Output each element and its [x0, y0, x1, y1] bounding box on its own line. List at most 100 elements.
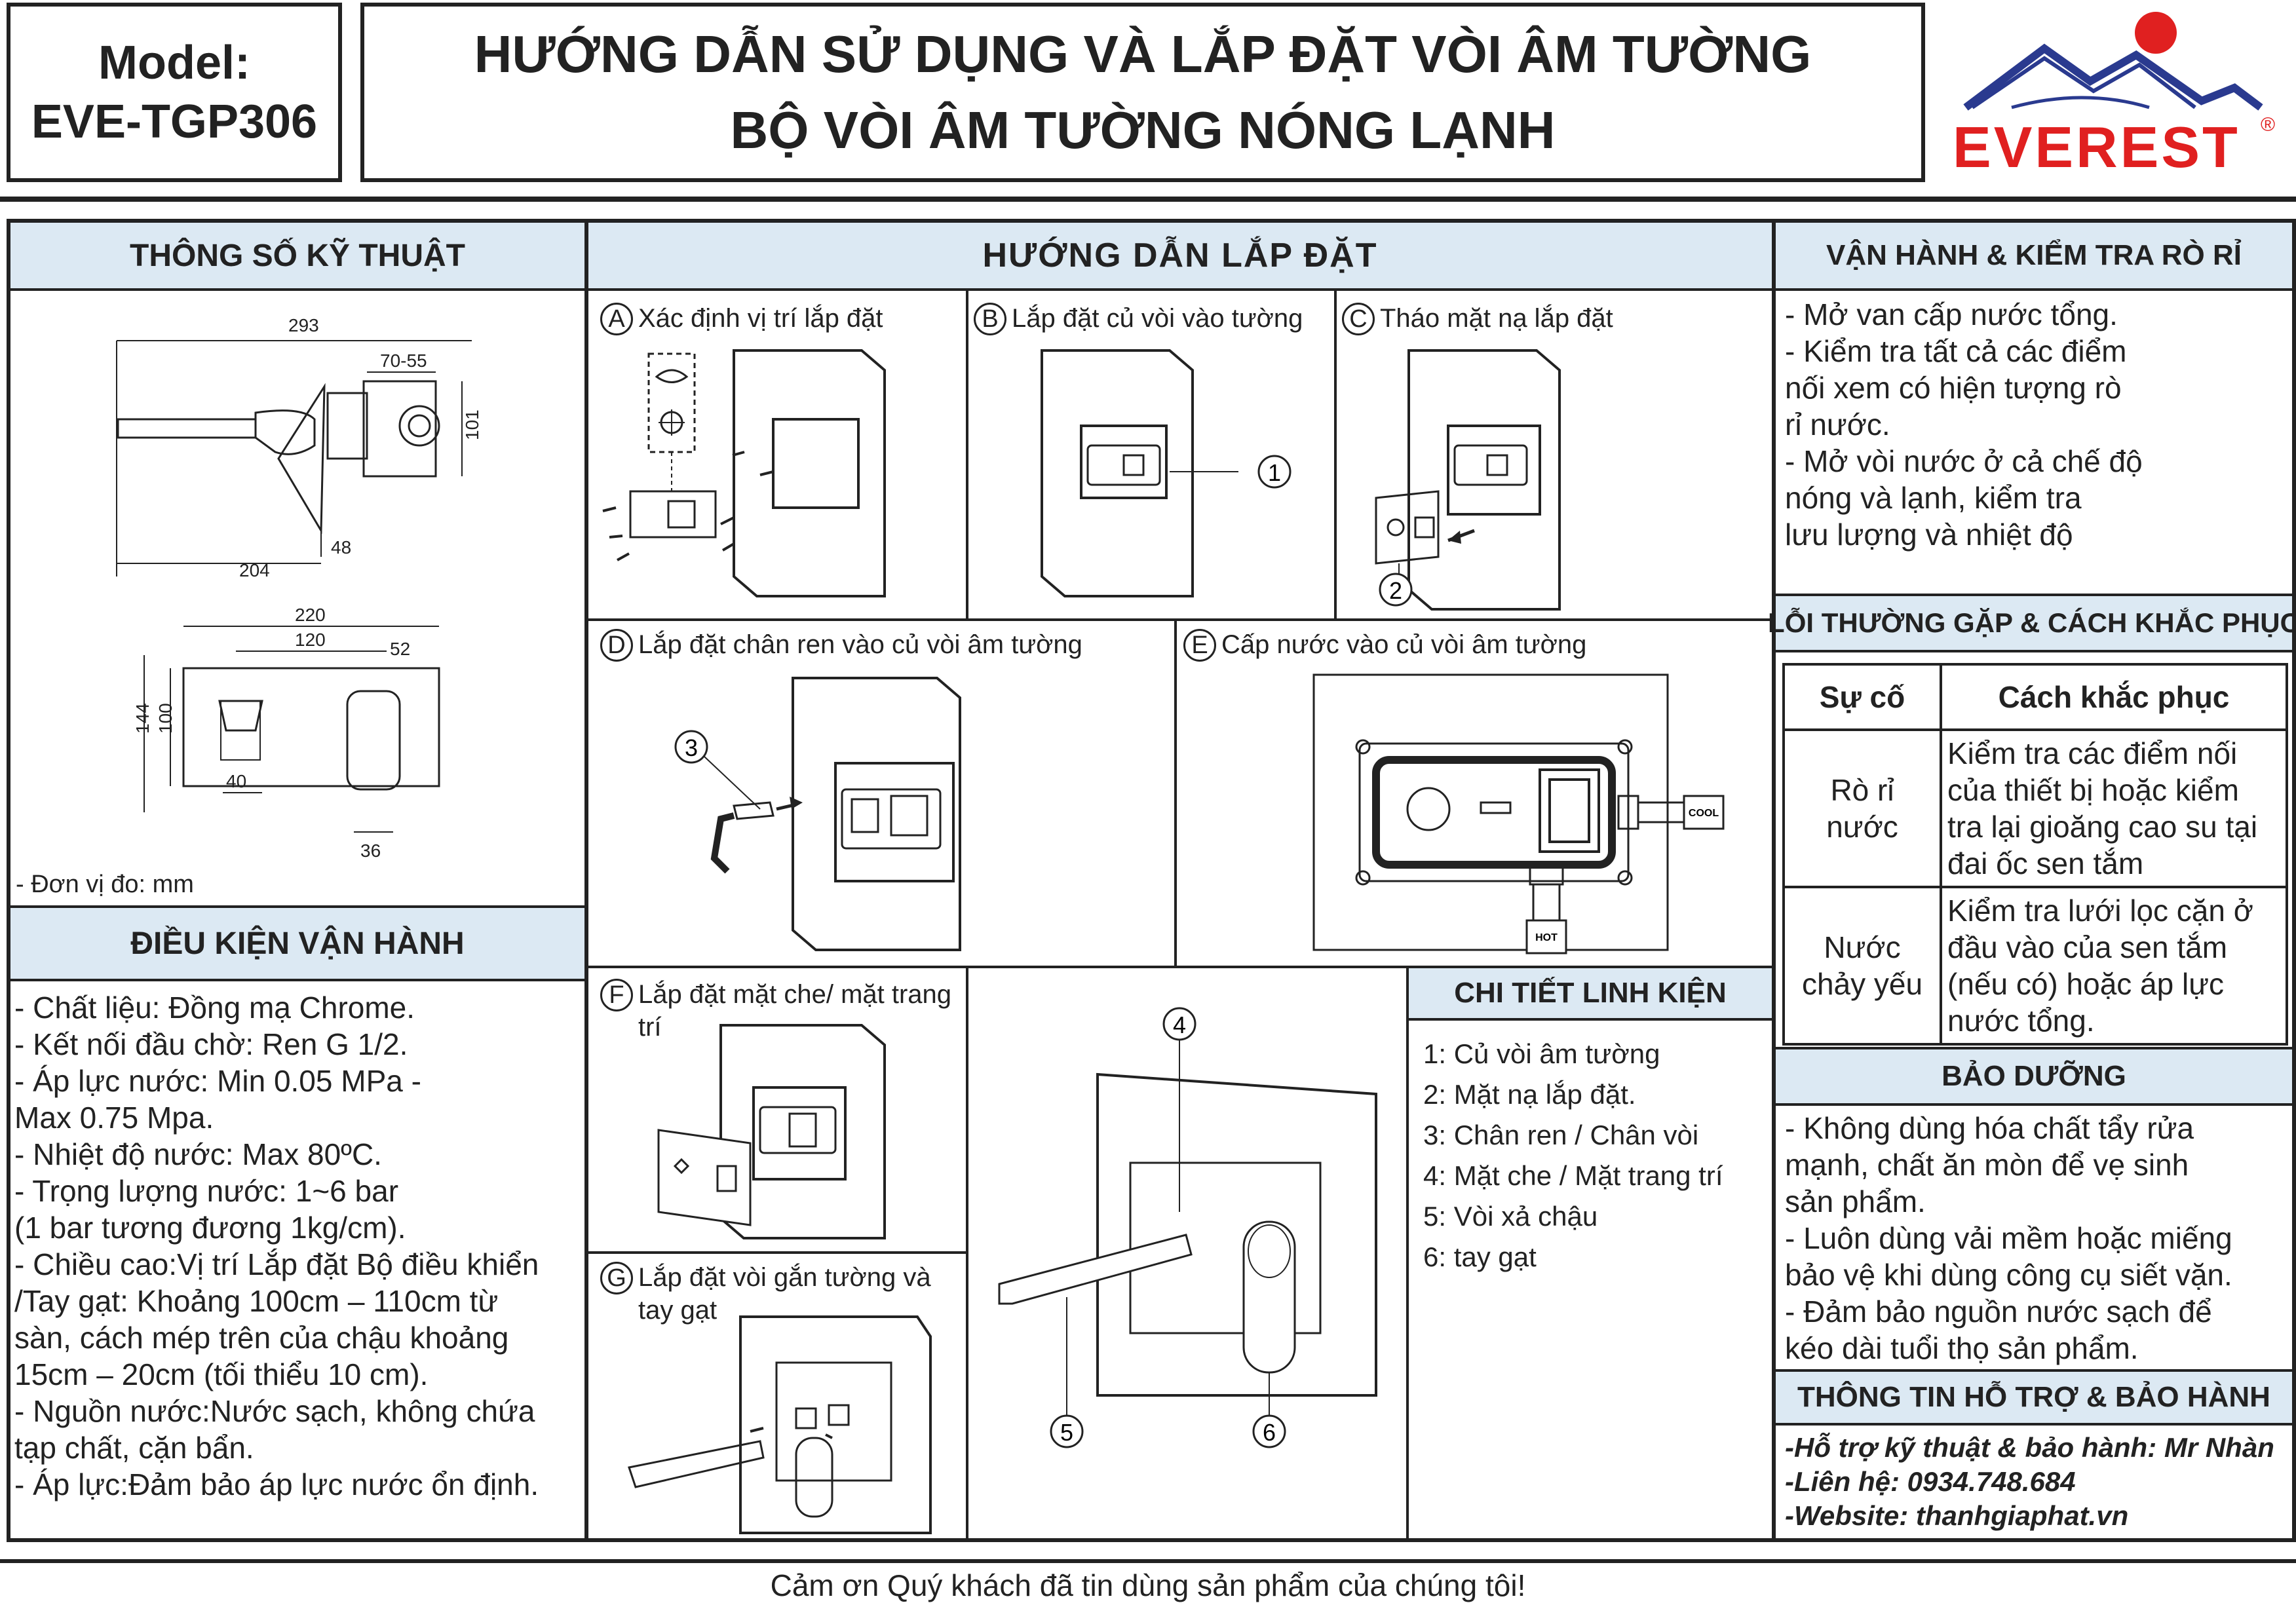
brand-logo: EVEREST ® [1953, 9, 2280, 179]
step-g-illustration [628, 1315, 932, 1534]
maintenance-header: BẢO DƯỠNG [1776, 1047, 2292, 1106]
callout-4: 4 [1173, 1011, 1186, 1038]
maintenance-line: bảo vệ khi dùng công cụ siết vặn. [1785, 1258, 2232, 1292]
grid-v-ab [966, 291, 968, 618]
conditions-title: ĐIỀU KIỆN VẬN HÀNH [130, 926, 465, 961]
issue-text: nước [1826, 810, 1898, 844]
conditions-header: ĐIỀU KIỆN VẬN HÀNH [10, 905, 584, 981]
maintenance-line: sản phẩm. [1785, 1184, 1926, 1218]
step-f-badge: F [600, 979, 633, 1011]
header-divider [0, 197, 2296, 202]
step-b-badge: B [974, 303, 1006, 335]
operation-line: rỉ nước. [1785, 407, 1890, 442]
grid-h-2 [588, 966, 1772, 968]
grid-h-1 [588, 618, 1772, 621]
specs-title: THÔNG SỐ KỸ THUẬT [130, 238, 465, 273]
title-box: HƯỚNG DẪN SỬ DỤNG VÀ LẮP ĐẶT VÒI ÂM TƯỜN… [360, 3, 1925, 182]
support-tech-line: -Hỗ trợ kỹ thuật & bảo hành: Mr Nhàn [1785, 1432, 2274, 1463]
part-item: 3: Chân ren / Chân vòi [1423, 1120, 1699, 1150]
faults-title: LỖI THƯỜNG GẶP & CÁCH KHẮC PHỤC [1768, 607, 2296, 638]
fix-line: đai ốc sen tắm [1947, 846, 2144, 880]
callout-6: 6 [1263, 1419, 1276, 1446]
fix-line: Kiểm tra lưới lọc cặn ở [1947, 894, 2253, 928]
support-phone: -Liên hệ: 0934.748.684 [1785, 1466, 2076, 1497]
page-subtitle: BỘ VÒI ÂM TƯỜNG NÓNG LẠNH [730, 101, 1556, 159]
fix-line: Kiểm tra các điểm nối [1947, 736, 2238, 770]
main-frame [7, 219, 2296, 1542]
hot-label: HOT [1535, 932, 1558, 943]
part-item: 5: Vòi xả chậu [1423, 1201, 1598, 1232]
dim-220: 220 [295, 605, 326, 625]
table-header-row: Sự cố Cách khắc phục [1782, 663, 2288, 731]
grid-v-bc [1334, 291, 1337, 618]
cool-label: COOL [1689, 808, 1719, 819]
condition-line: - Nguồn nước:Nước sạch, không chứa [14, 1394, 535, 1428]
dim-204: 204 [239, 560, 270, 580]
condition-line: /Tay gạt: Khoảng 100cm – 110cm từ [14, 1284, 499, 1318]
parts-title: CHI TIẾT LINH KIỆN [1454, 977, 1727, 1009]
step-e-text: Cấp nước vào củ vòi âm tường [1221, 630, 1587, 659]
operation-line: nóng và lạnh, kiểm tra [1785, 481, 2082, 515]
step-e-badge: E [1183, 629, 1216, 662]
dim-70-55: 70-55 [380, 350, 427, 371]
model-code: EVE-TGP306 [31, 96, 318, 148]
dim-40: 40 [226, 771, 246, 791]
step-f-illustration [657, 1024, 886, 1239]
step-a-text: Xác định vị trí lắp đặt [638, 304, 883, 333]
dim-101: 101 [462, 409, 482, 440]
grid-v-de [1174, 618, 1177, 966]
condition-line: - Áp lực:Đảm bảo áp lực nước ổn định. [14, 1467, 539, 1501]
dim-120: 120 [295, 630, 326, 650]
issue-text: chảy yếu [1801, 967, 1923, 1001]
maintenance-line: mạnh, chất ăn mòn để vẹ sinh [1785, 1148, 2189, 1182]
model-label: Model: [98, 37, 250, 89]
dim-100: 100 [155, 703, 176, 734]
operation-line: lưu lượng và nhiệt độ [1785, 518, 2073, 552]
step-f-text-2: trí [638, 1013, 662, 1042]
operation-line: - Mở vòi nước ở cả chế độ [1785, 444, 2143, 478]
step-a-badge: A [600, 303, 633, 335]
callout-2: 2 [1389, 577, 1402, 604]
condition-line: - Chất liệu: Đồng mạ Chrome. [14, 991, 415, 1025]
operation-title: VẬN HÀNH & KIỂM TRA RÒ RỈ [1826, 239, 2242, 271]
step-b-text: Lắp đặt củ vòi vào tường [1012, 304, 1303, 333]
step-c-text: Tháo mặt nạ lắp đặt [1380, 304, 1613, 333]
parts-exploded-view: 4 5 6 [998, 1007, 1377, 1448]
brand-name: EVEREST [1953, 115, 2240, 179]
support-list: -Hỗ trợ kỹ thuật & bảo hành: Mr Nhàn -Li… [1785, 1431, 2274, 1533]
condition-line: - Áp lực nước: Min 0.05 MPa - [14, 1064, 421, 1098]
dim-48: 48 [331, 537, 351, 557]
fix-line: (nếu có) hoặc áp lực [1947, 967, 2225, 1001]
maintenance-line: kéo dài tuổi thọ sản phẩm. [1785, 1331, 2139, 1365]
support-title: THÔNG TIN HỖ TRỢ & BẢO HÀNH [1797, 1381, 2270, 1413]
fix-cell: Kiểm tra lưới lọc cặn ở đầu vào của sen … [1940, 886, 2288, 1046]
maintenance-line: - Đảm bảo nguồn nước sạch để [1785, 1294, 2212, 1329]
step-f-text: Lắp đặt mặt che/ mặt trang [638, 980, 952, 1009]
condition-line: - Kết nối đầu chờ: Ren G 1/2. [14, 1027, 408, 1061]
condition-line: sàn, cách mép trên của chậu khoảng [14, 1321, 509, 1355]
col-fix-header: Cách khắc phục [1940, 663, 2288, 731]
step-d-text: Lắp đặt chân ren vào củ vòi âm tường [638, 630, 1082, 659]
condition-line: - Trọng lượng nước: 1~6 bar [14, 1174, 399, 1208]
maintenance-line: - Không dùng hóa chất tẩy rửa [1785, 1111, 2194, 1145]
step-a-illustration [602, 349, 886, 597]
grid-v-parts [1406, 966, 1409, 1542]
operation-list: - Mở van cấp nước tổng. - Kiểm tra tất c… [1785, 296, 2143, 553]
col-divider-2 [1772, 219, 1776, 1542]
part-item: 6: tay gạt [1423, 1241, 1537, 1272]
issue-text: Rò rỉ [1830, 773, 1894, 807]
install-title: HƯỚNG DẪN LẮP ĐẶT [982, 236, 1378, 274]
dim-293: 293 [288, 315, 319, 335]
fix-cell: Kiểm tra các điểm nối của thiết bị hoặc … [1940, 728, 2288, 888]
condition-line: - Chiều cao:Vị trí Lắp đặt Bộ điều khiển [14, 1247, 539, 1281]
grid-h-3 [588, 1251, 967, 1254]
operation-line: - Kiểm tra tất cả các điểm [1785, 334, 2127, 368]
model-box: Model: EVE-TGP306 [7, 3, 342, 182]
